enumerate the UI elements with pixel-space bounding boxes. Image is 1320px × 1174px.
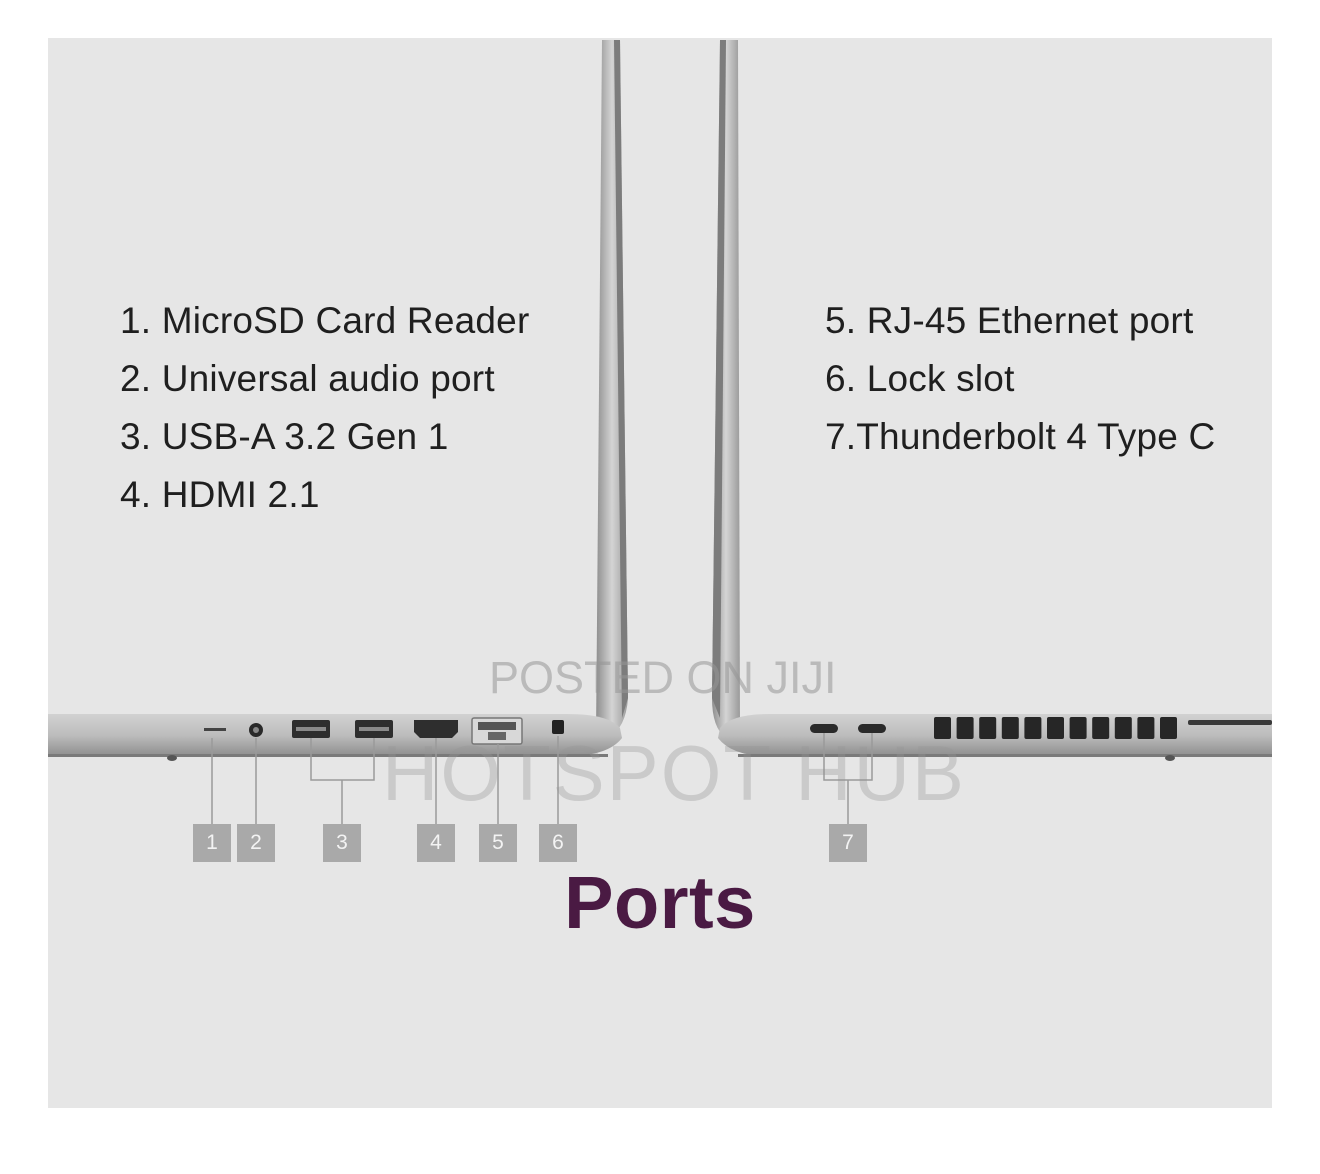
list-item: 7.Thunderbolt 4 Type C xyxy=(825,416,1216,457)
vent-slot xyxy=(934,717,951,739)
callout-badge-3: 3 xyxy=(323,824,361,862)
laptop-side-views xyxy=(48,40,1272,824)
left-laptop-lid xyxy=(596,40,628,738)
vent-slot xyxy=(1024,717,1042,739)
right-laptop-lid xyxy=(712,40,740,738)
list-item: 6. Lock slot xyxy=(825,358,1015,399)
vent-slot xyxy=(1092,717,1110,739)
callout-badge-7: 7 xyxy=(829,824,867,862)
port-rj45 xyxy=(471,717,523,745)
port-usb-a-1 xyxy=(292,720,330,738)
list-item: 3. USB-A 3.2 Gen 1 xyxy=(120,416,449,457)
cooling-vents xyxy=(934,717,1177,739)
port-thunderbolt-2 xyxy=(858,724,886,733)
callout-badge-4: 4 xyxy=(417,824,455,862)
vent-slot xyxy=(1114,717,1132,739)
port-lock-slot xyxy=(552,720,564,734)
port-hdmi xyxy=(414,720,458,738)
list-item: 4. HDMI 2.1 xyxy=(120,474,320,515)
vent-slot xyxy=(1137,717,1155,739)
watermark-posted-on: POSTED ON JIJI xyxy=(489,652,837,703)
list-item: 5. RJ-45 Ethernet port xyxy=(825,300,1194,341)
vent-slot xyxy=(1047,717,1064,739)
list-item: 2. Universal audio port xyxy=(120,358,495,399)
port-microsd-slot xyxy=(204,728,226,731)
callout-badge-1: 1 xyxy=(193,824,231,862)
left-port-list: 1. MicroSD Card Reader 2. Universal audi… xyxy=(120,292,530,524)
callout-badge-2: 2 xyxy=(237,824,275,862)
port-audio-jack xyxy=(249,723,263,737)
page-title: Ports xyxy=(564,861,756,944)
callout-badge-5: 5 xyxy=(479,824,517,862)
vent-slot xyxy=(979,717,997,739)
list-item: 1. MicroSD Card Reader xyxy=(120,300,530,341)
port-usb-a-2 xyxy=(355,720,393,738)
right-port-list: 5. RJ-45 Ethernet port 6. Lock slot 7.Th… xyxy=(825,292,1215,466)
vent-slot xyxy=(1001,717,1019,739)
vent-slot xyxy=(1069,717,1087,739)
watermark-store-name: HOTSPOT HUB xyxy=(382,729,966,817)
port-thunderbolt-1 xyxy=(810,724,838,733)
product-image-panel: 1. MicroSD Card Reader 2. Universal audi… xyxy=(48,38,1272,1108)
callout-lines xyxy=(211,733,873,824)
vent-slot xyxy=(956,717,974,739)
callout-badge-6: 6 xyxy=(539,824,577,862)
vent-slot xyxy=(1160,717,1177,739)
